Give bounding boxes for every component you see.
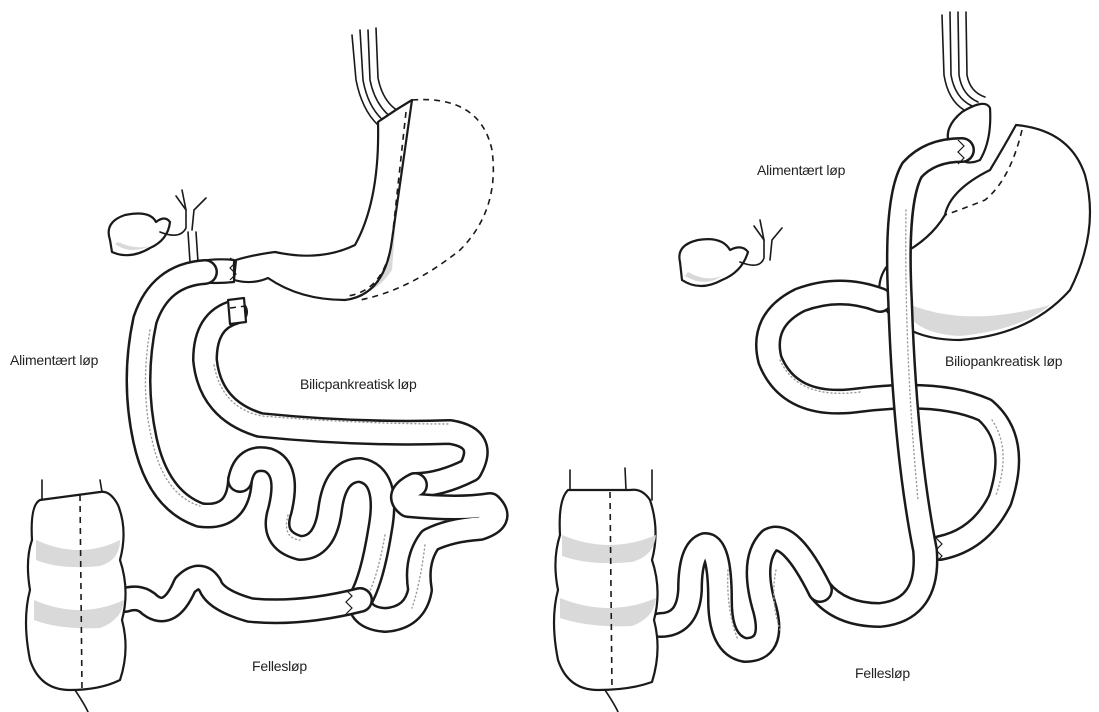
left-label-alimentary: Alimentært løp — [10, 352, 98, 368]
left-gallbladder-ducts — [109, 190, 206, 262]
right-gallbladder-ducts — [679, 220, 782, 286]
left-gastric-sleeve — [234, 100, 412, 300]
left-illustration — [26, 28, 496, 712]
left-label-biliopancreatic: Bilicpankreatisk løp — [300, 376, 417, 392]
left-label-common: Fellesløp — [252, 658, 307, 674]
left-common-channel — [125, 578, 360, 615]
right-label-alimentary: Alimentært løp — [757, 162, 845, 178]
left-colon — [26, 480, 126, 712]
right-label-common: Fellesløp — [855, 665, 910, 681]
right-label-biliopancreatic: Biliopankreatisk løp — [945, 353, 1062, 369]
right-colon — [554, 468, 658, 712]
left-esophagus — [352, 28, 400, 125]
right-common-channel — [660, 539, 820, 650]
right-esophagus — [942, 12, 985, 110]
